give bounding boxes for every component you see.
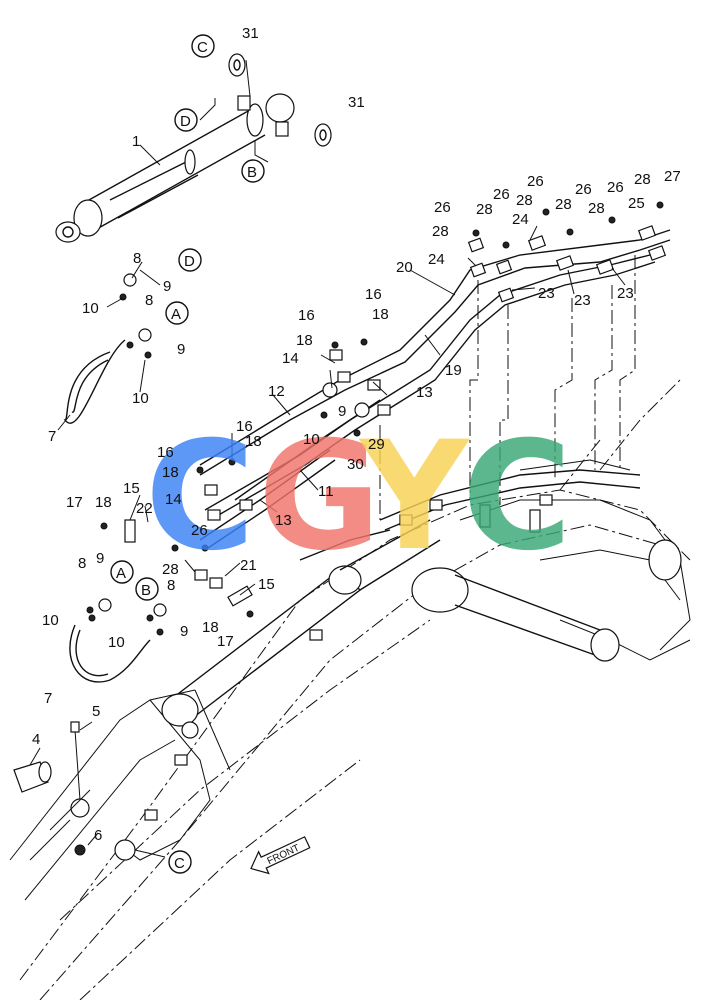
label-29: 29 [368,436,385,453]
label-7: 7 [44,690,52,707]
label-27: 27 [664,168,681,185]
label-28: 28 [588,200,605,217]
label-16: 16 [157,444,174,461]
label-8: 8 [145,292,153,309]
label-28: 28 [162,561,179,578]
watermark: C G Y C [145,410,572,584]
leader-lines [29,144,626,858]
label-18: 18 [296,332,313,349]
label-16: 16 [236,418,253,435]
label-6: 6 [94,827,102,844]
label-11: 11 [318,483,334,500]
label-22: 22 [136,500,153,517]
hose-lower [69,598,167,683]
label-8: 8 [167,577,175,594]
label-16: 16 [298,307,315,324]
label-18: 18 [202,619,219,636]
label-18: 18 [245,433,262,450]
callout-d-mid: D [184,253,195,270]
callout-d-top: D [180,113,191,130]
callout-b-top: B [247,164,257,181]
label-9: 9 [338,403,346,420]
label-14: 14 [165,491,182,508]
label-18: 18 [162,464,179,481]
label-8: 8 [78,555,86,572]
callout-b-low: B [141,582,151,599]
hose-upper [63,273,152,424]
label-26: 26 [607,179,624,196]
label-15: 15 [123,480,140,497]
boom-foot-area [13,721,199,861]
label-23: 23 [617,285,634,302]
label-26: 26 [434,199,451,216]
label-26: 26 [493,186,510,203]
label-28: 28 [634,171,651,188]
label-25: 25 [628,195,645,212]
guide-lines [379,255,636,520]
label-10: 10 [82,300,99,317]
label-12: 12 [268,383,285,400]
label-23: 23 [538,285,555,302]
callout-a-low: A [116,565,126,582]
label-19: 19 [445,362,462,379]
label-31: 31 [242,25,259,42]
label-28: 28 [516,192,533,209]
label-18: 18 [95,494,112,511]
front-arrow: FRONT [250,836,311,875]
label-20: 20 [396,259,413,276]
label-4: 4 [32,731,40,748]
label-30: 30 [347,456,364,473]
watermark-letter-1: C [145,410,255,584]
label-28: 28 [432,223,449,240]
label-8: 8 [133,250,141,267]
watermark-letter-3: Y [358,410,471,584]
label-18: 18 [372,306,389,323]
label-10: 10 [42,612,59,629]
label-26: 26 [575,181,592,198]
watermark-letter-4: C [462,410,572,584]
label-1: 1 [132,133,140,150]
label-21: 21 [240,557,257,574]
label-9: 9 [96,550,104,567]
label-23: 23 [574,292,591,309]
label-26: 26 [191,522,208,539]
callout-c-bottom: C [174,855,185,872]
label-28: 28 [476,201,493,218]
label-16: 16 [365,286,382,303]
label-9: 9 [180,623,188,640]
watermark-letter-2: G [258,410,381,584]
arm-cylinder [411,539,682,662]
label-28: 28 [555,196,572,213]
label-13: 13 [416,384,433,401]
label-17: 17 [66,494,83,511]
callout-a-mid: A [171,306,181,323]
label-7: 7 [48,428,56,445]
label-9: 9 [163,278,171,295]
label-24: 24 [428,251,445,268]
callout-c-top: C [197,39,208,56]
callouts: C D B D A A B C [110,34,265,874]
part-labels: 31 31 1 8 9 10 8 9 10 7 16 18 16 18 14 1… [32,25,681,844]
label-10: 10 [108,634,125,651]
hydraulic-pipes [199,229,671,561]
label-14: 14 [282,350,299,367]
label-5: 5 [92,703,100,720]
boom-cylinder-lower [161,519,441,727]
pipe-clamps [124,225,667,821]
label-31: 31 [348,94,365,111]
label-9: 9 [177,341,185,358]
label-17: 17 [217,633,234,650]
label-10: 10 [303,431,320,448]
label-24: 24 [512,211,529,228]
label-13: 13 [275,512,292,529]
label-26: 26 [527,173,544,190]
cylinder-part-1 [55,53,332,243]
label-15: 15 [258,576,275,593]
bolts [86,201,664,636]
label-10: 10 [132,390,149,407]
